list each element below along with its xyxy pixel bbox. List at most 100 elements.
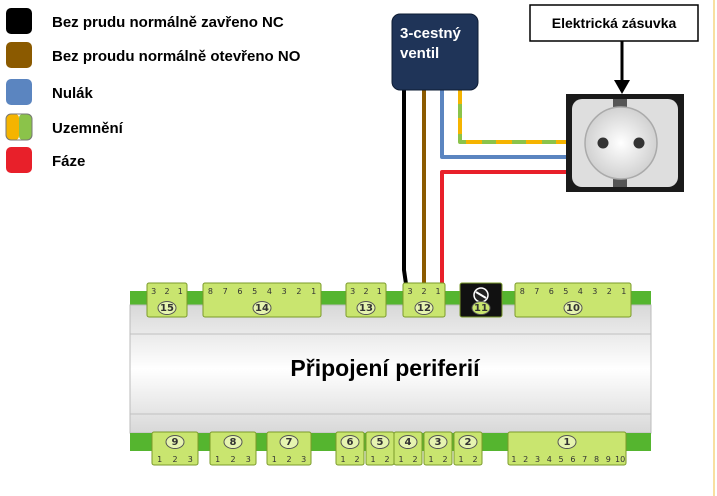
terminal-pin: 2: [421, 287, 426, 296]
three-way-valve: 3-cestný ventil: [391, 13, 479, 91]
terminal-pin: 2: [230, 455, 235, 464]
terminal-pin: 4: [578, 287, 583, 296]
terminal-pin: 1: [435, 287, 440, 296]
terminal-pin: 4: [547, 455, 552, 464]
terminal-8: 1 2 38: [209, 431, 257, 466]
legend-swatch-nc: [6, 8, 32, 34]
module-body: [129, 304, 652, 434]
terminal-number: 8: [230, 437, 237, 448]
legend-swatch-phase: [6, 147, 32, 173]
terminal-pin: 2: [164, 287, 169, 296]
socket-ground-clip-top: [613, 99, 627, 109]
terminal-pin: 7: [582, 455, 587, 464]
wire-ground-yellow: [458, 88, 570, 144]
terminal-number: 15: [160, 303, 174, 314]
terminal-pin: 3: [535, 455, 540, 464]
terminal-pin: 2: [286, 455, 291, 464]
terminal-number: 1: [564, 437, 571, 448]
terminal-pin: 3: [188, 455, 193, 464]
terminal-pin: 6: [570, 455, 575, 464]
terminal-pin: 7: [534, 287, 539, 296]
terminal-number: 11: [474, 303, 488, 314]
terminal-pin: 3: [350, 287, 355, 296]
valve-label-line1: 3-cestný: [400, 25, 462, 42]
terminal-pin: 2: [384, 455, 389, 464]
terminal-pin: 3: [407, 287, 412, 296]
terminal-pin: 2: [172, 455, 177, 464]
terminal-pin: 1: [377, 287, 382, 296]
socket-label-box: [529, 4, 699, 42]
terminal-pin: 6: [549, 287, 554, 296]
wire-neutral: [440, 88, 570, 159]
wire-phase: [440, 170, 570, 284]
terminal-pin: 1: [428, 455, 433, 464]
terminal-pin: 2: [363, 287, 368, 296]
terminal-pin: 2: [523, 455, 528, 464]
terminal-pin: 4: [267, 287, 272, 296]
legend-swatch-ground: [5, 113, 33, 141]
legend-label-no: Bez proudu normálně otevřeno NO: [52, 48, 301, 65]
legend-label-phase: Fáze: [52, 153, 85, 170]
terminal-pin: 1: [311, 287, 316, 296]
terminal-number: 2: [465, 437, 472, 448]
valve-label-line2: ventil: [400, 45, 439, 62]
terminal-number: 6: [347, 437, 354, 448]
terminal-pin: 7: [223, 287, 228, 296]
terminal-pin: 10: [615, 455, 625, 464]
terminal-pin: 1: [458, 455, 463, 464]
socket-label: Elektrická zásuvka: [552, 15, 677, 31]
terminal-pin: 1: [215, 455, 220, 464]
terminal-number: 4: [405, 437, 412, 448]
terminal-pin: 1: [272, 455, 277, 464]
terminal-number: 12: [417, 303, 431, 314]
terminal-number: 5: [377, 437, 384, 448]
terminal-pin: 1: [157, 455, 162, 464]
terminal-pin: 2: [472, 455, 477, 464]
terminal-pin: 1: [621, 287, 626, 296]
terminal-number: 7: [286, 437, 293, 448]
terminal-pin: 3: [246, 455, 251, 464]
legend-swatch-neutral: [6, 79, 32, 105]
terminal-pin: 8: [208, 287, 213, 296]
legend-swatch-no: [6, 42, 32, 68]
terminal-number: 14: [255, 303, 269, 314]
socket-hole-left: [597, 137, 609, 149]
terminal-pin: 1: [178, 287, 183, 296]
wire-nc: [402, 88, 408, 285]
terminal-pin: 2: [607, 287, 612, 296]
terminal-pin: 6: [237, 287, 242, 296]
terminal-number: 3: [435, 437, 442, 448]
socket-face: [584, 106, 658, 180]
terminal-pin: 2: [354, 455, 359, 464]
socket-ground-clip-bottom: [613, 177, 627, 187]
terminal-pin: 5: [559, 455, 564, 464]
terminal-pin: 8: [520, 287, 525, 296]
legend-label-neutral: Nulák: [52, 85, 94, 102]
legend-label-nc: Bez prudu normálně zavřeno NC: [52, 14, 284, 31]
legend: Bez prudu normálně zavřeno NC Bez proudu…: [5, 8, 301, 173]
socket-hole-right: [633, 137, 645, 149]
terminal-pin: 2: [296, 287, 301, 296]
terminal-pin: 1: [511, 455, 516, 464]
legend-label-ground: Uzemnění: [52, 120, 124, 137]
terminal-pin: 3: [151, 287, 156, 296]
terminal-pin: 2: [412, 455, 417, 464]
terminal-pin: 1: [370, 455, 375, 464]
terminal-pin: 1: [398, 455, 403, 464]
terminal-number: 10: [566, 303, 580, 314]
terminal-pin: 1: [340, 455, 345, 464]
